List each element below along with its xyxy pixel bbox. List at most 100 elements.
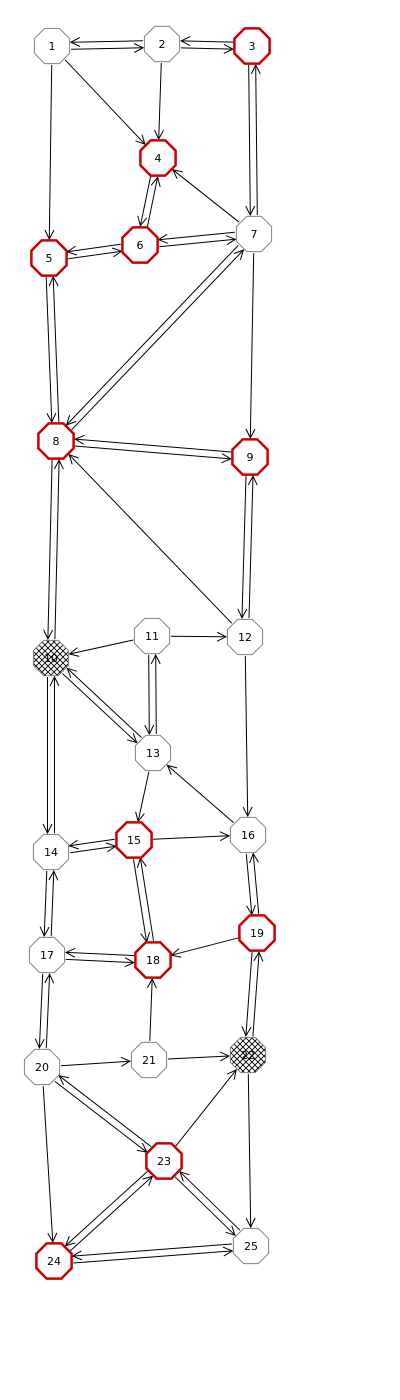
node-24-label: 24	[47, 1255, 61, 1268]
edge-12-to-16	[242, 655, 253, 818]
edge-12-to-8	[68, 453, 233, 624]
node-9[interactable]: 9	[231, 438, 269, 476]
node-16-octagon	[229, 816, 267, 854]
node-8-label: 8	[53, 435, 60, 448]
node-23-label: 23	[157, 1155, 171, 1168]
edge-14-to-10	[49, 675, 60, 833]
node-13-octagon	[134, 734, 172, 772]
node-19-octagon	[238, 914, 276, 952]
node-3[interactable]: 3	[233, 27, 271, 65]
edge-13-to-15	[135, 771, 150, 823]
edge-6-to-4	[146, 176, 161, 228]
node-7-label: 7	[251, 228, 258, 241]
node-3-label: 3	[249, 40, 256, 53]
edge-20-to-24	[42, 1085, 58, 1244]
edges-layer	[34, 36, 264, 1264]
node-7[interactable]: 7	[235, 215, 273, 253]
edge-7-to-6	[157, 231, 235, 244]
node-11-octagon	[133, 617, 171, 655]
node-6-octagon	[121, 226, 159, 264]
edge-17-to-20	[34, 973, 45, 1050]
edge-10-to-13	[62, 673, 138, 744]
node-13[interactable]: 13	[134, 734, 172, 772]
node-14[interactable]: 14	[32, 833, 70, 871]
edge-1-to-4	[64, 59, 146, 146]
node-22-octagon	[229, 1036, 267, 1074]
node-21[interactable]: 21	[130, 1041, 168, 1079]
node-5-label: 5	[46, 252, 53, 265]
node-12[interactable]: 12	[226, 618, 264, 656]
node-5[interactable]: 5	[30, 239, 68, 277]
edge-11-to-13	[144, 654, 155, 736]
edge-20-to-23	[54, 1081, 148, 1153]
node-6[interactable]: 6	[121, 226, 159, 264]
edge-12-to-9	[247, 474, 258, 619]
edge-13-to-11	[150, 653, 161, 735]
edge-23-to-24	[64, 1170, 148, 1247]
node-1-octagon	[33, 27, 71, 65]
node-17[interactable]: 17	[28, 936, 66, 974]
edge-23-to-20	[58, 1075, 152, 1147]
node-25-label: 25	[244, 1240, 258, 1253]
edge-17-to-18	[65, 957, 136, 968]
node-22[interactable]: 22	[229, 1036, 267, 1074]
node-3-octagon	[233, 27, 271, 65]
node-24[interactable]: 24	[35, 1242, 73, 1280]
node-10-octagon	[32, 639, 70, 677]
edge-19-to-22	[241, 951, 253, 1037]
edge-8-to-9	[74, 445, 232, 464]
edge-8-to-5	[48, 275, 60, 422]
node-14-label: 14	[44, 846, 58, 859]
edge-20-to-21	[60, 1056, 132, 1067]
edge-11-to-10	[68, 639, 134, 657]
edge-25-to-24	[71, 1243, 232, 1261]
edge-10-to-14	[42, 677, 53, 835]
edge-19-to-18	[170, 937, 239, 958]
edge-5-to-6	[68, 247, 123, 260]
edge-5-to-8	[45, 277, 57, 424]
edge-24-to-25	[73, 1246, 234, 1264]
node-20[interactable]: 20	[23, 1048, 61, 1086]
node-8[interactable]: 8	[37, 422, 75, 460]
node-2[interactable]: 2	[143, 25, 181, 63]
node-11[interactable]: 11	[133, 617, 171, 655]
node-23[interactable]: 23	[145, 1142, 183, 1180]
edge-17-to-14	[48, 869, 59, 937]
node-4[interactable]: 4	[139, 139, 177, 177]
node-9-label: 9	[247, 451, 254, 464]
edge-7-to-4	[172, 169, 240, 223]
node-18[interactable]: 18	[134, 941, 172, 979]
edge-9-to-8	[74, 434, 232, 453]
edge-15-to-14	[68, 838, 115, 850]
node-11-label: 11	[145, 630, 159, 643]
node-15[interactable]: 15	[115, 821, 153, 859]
node-25[interactable]: 25	[232, 1227, 270, 1265]
edge-2-to-1	[69, 37, 143, 47]
edge-10-to-8	[53, 458, 64, 640]
edge-23-to-25	[174, 1176, 236, 1236]
node-23-octagon	[145, 1142, 183, 1180]
edge-8-to-7	[71, 249, 245, 431]
edge-22-to-25	[245, 1073, 256, 1229]
node-24-octagon	[35, 1242, 73, 1280]
node-1[interactable]: 1	[33, 27, 71, 65]
node-9-octagon	[231, 438, 269, 476]
edge-7-to-8	[65, 244, 239, 426]
node-19[interactable]: 19	[238, 914, 276, 952]
node-18-octagon	[134, 941, 172, 979]
node-4-octagon	[139, 139, 177, 177]
node-16[interactable]: 16	[229, 816, 267, 854]
node-21-octagon	[130, 1041, 168, 1079]
node-14-octagon	[32, 833, 70, 871]
node-18-label: 18	[146, 954, 160, 967]
edge-1-to-2	[71, 43, 145, 53]
node-10[interactable]: 10	[32, 639, 70, 677]
edge-3-to-2	[179, 36, 234, 47]
edge-22-to-19	[252, 951, 264, 1037]
edge-6-to-5	[66, 243, 121, 256]
edge-4-to-6	[137, 175, 152, 227]
node-17-octagon	[28, 936, 66, 974]
edge-6-to-7	[159, 235, 237, 248]
node-15-octagon	[115, 821, 153, 859]
